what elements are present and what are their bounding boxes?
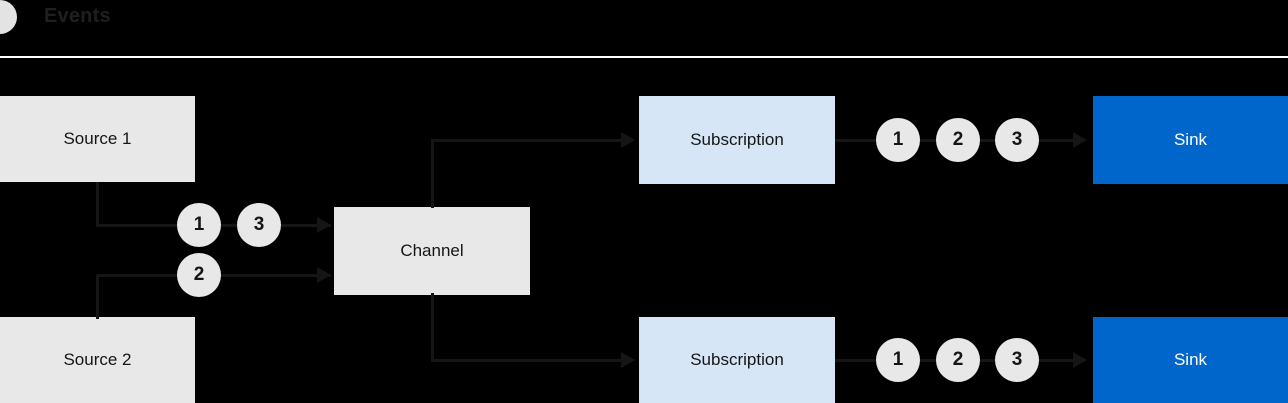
- node-sink-top-label: Sink: [1173, 130, 1208, 149]
- badge-event-3-source1: 3: [237, 203, 281, 247]
- arrowhead-subscription-top-to-sink: [1073, 132, 1087, 148]
- badge-label: 3: [1011, 129, 1023, 150]
- badge-event-2-sink-top: 2: [936, 118, 980, 162]
- badge-event-3-sink-top: 3: [995, 118, 1039, 162]
- arrowhead-subscription-bottom-to-sink: [1073, 352, 1087, 368]
- badge-label: 2: [952, 349, 964, 370]
- arrowhead-source1-to-channel: [317, 217, 331, 233]
- connector-channel-top-vertical: [431, 141, 434, 208]
- arrowhead-channel-to-subscription-bottom: [621, 352, 635, 368]
- connector-source1-vertical: [96, 182, 99, 227]
- connector-source2-vertical: [96, 274, 99, 319]
- header: Events: [0, 0, 1288, 58]
- badge-event-1-sink-bottom: 1: [876, 338, 920, 382]
- connector-channel-bottom-vertical: [431, 293, 434, 361]
- badge-label: 3: [1011, 349, 1023, 370]
- connector-channel-bottom-horizontal: [431, 359, 625, 362]
- badge-label: 1: [892, 349, 904, 370]
- node-sink-bottom-label: Sink: [1173, 350, 1208, 369]
- node-source-2-label: Source 2: [63, 350, 132, 369]
- badge-event-2-source2: 2: [177, 253, 221, 297]
- node-subscription-bottom[interactable]: Subscription: [639, 317, 835, 403]
- node-source-1[interactable]: Source 1: [0, 96, 195, 182]
- node-channel[interactable]: Channel: [334, 207, 530, 295]
- header-divider: [0, 56, 1288, 58]
- node-subscription-bottom-label: Subscription: [690, 350, 784, 369]
- badge-event-2-sink-bottom: 2: [936, 338, 980, 382]
- connector-channel-top-horizontal: [431, 139, 625, 142]
- node-source-2[interactable]: Source 2: [0, 317, 195, 403]
- events-dot-icon: [0, 0, 17, 34]
- badge-event-3-sink-bottom: 3: [995, 338, 1039, 382]
- arrowhead-channel-to-subscription-top: [621, 132, 635, 148]
- node-source-1-label: Source 1: [63, 129, 132, 148]
- badge-label: 2: [952, 129, 964, 150]
- node-subscription-top-label: Subscription: [690, 130, 784, 149]
- badge-label: 3: [253, 214, 265, 235]
- node-sink-top[interactable]: Sink: [1093, 96, 1288, 184]
- arrowhead-source2-to-channel: [317, 267, 331, 283]
- node-subscription-top[interactable]: Subscription: [639, 96, 835, 184]
- badge-event-1-sink-top: 1: [876, 118, 920, 162]
- badge-label: 1: [193, 214, 205, 235]
- badge-event-1-source1: 1: [177, 203, 221, 247]
- node-channel-label: Channel: [400, 241, 464, 260]
- badge-label: 2: [193, 264, 205, 285]
- node-sink-bottom[interactable]: Sink: [1093, 317, 1288, 403]
- page-title: Events: [44, 5, 111, 27]
- badge-label: 1: [892, 129, 904, 150]
